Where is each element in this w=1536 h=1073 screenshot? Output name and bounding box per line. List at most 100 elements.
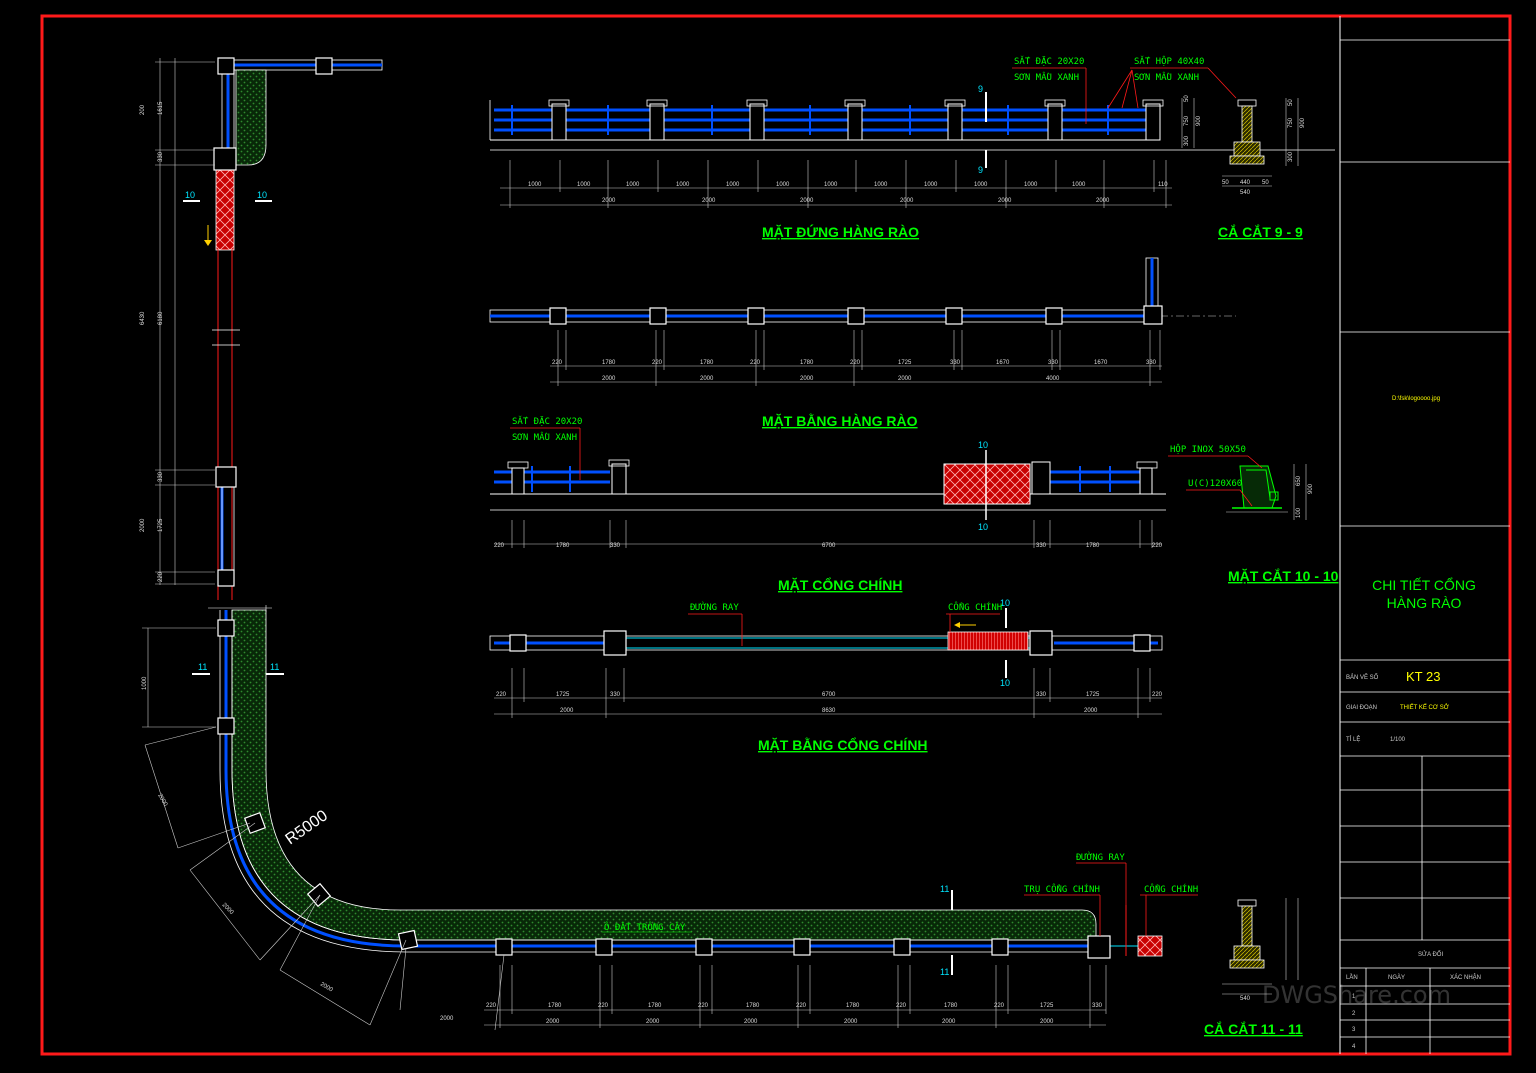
gate-elev-4: 6700 bbox=[822, 543, 836, 549]
rail-label-1: ĐƯỜNG RAY bbox=[690, 601, 739, 613]
sec9-base: 540 bbox=[1240, 190, 1251, 196]
phase-label: GIAI ĐOẠN bbox=[1346, 705, 1377, 711]
rail-label-2: ĐƯỜNG RAY bbox=[1076, 851, 1125, 863]
bottom-tot-2: 2000 bbox=[646, 1019, 660, 1025]
gate-plan-tot-3: 2000 bbox=[1084, 708, 1098, 714]
plan-seg-6: 1780 bbox=[800, 360, 814, 366]
plan-tot-5: 4000 bbox=[1046, 376, 1060, 382]
gate-plan-7: 220 bbox=[1152, 692, 1163, 698]
bottom-seg-11: 220 bbox=[994, 1003, 1005, 1009]
bottom-seg-13: 330 bbox=[1092, 1003, 1103, 1009]
gate-plan-tot-1: 2000 bbox=[560, 708, 574, 714]
gate-plan-1: 220 bbox=[496, 692, 507, 698]
elev-tot-4: 2000 bbox=[900, 198, 914, 204]
bottom-seg-4: 1780 bbox=[648, 1003, 662, 1009]
left-dim-4: 6180 bbox=[158, 311, 164, 325]
sec9-h-4: 300 bbox=[1288, 151, 1294, 162]
arc-dim-1: 1000 bbox=[142, 676, 148, 690]
bottom-tot-6: 2000 bbox=[1040, 1019, 1054, 1025]
cut-11-bottom: 11 bbox=[940, 967, 949, 977]
gate-elev-7: 220 bbox=[1152, 543, 1163, 549]
elev-tot-6: 2000 bbox=[1096, 198, 1110, 204]
logo-path: D:\fsk\logoooo.jpg bbox=[1392, 396, 1440, 402]
gate-post-label: TRỤ CỔNG CHÍNH bbox=[1024, 883, 1100, 895]
bottom-seg-1: 220 bbox=[486, 1003, 497, 1009]
plan-seg-7: 220 bbox=[850, 360, 861, 366]
elev-tot-3: 2000 bbox=[800, 198, 814, 204]
sec9-w-2: 440 bbox=[1240, 180, 1251, 186]
plan-tot-3: 2000 bbox=[800, 376, 814, 382]
sec10-h-1: 650 bbox=[1296, 475, 1302, 486]
revision-col-3: XÁC NHẬN bbox=[1450, 974, 1481, 981]
elev-seg-13: 110 bbox=[1158, 182, 1168, 188]
cut-10-left: 10 bbox=[185, 190, 195, 200]
sheet-number: KT 23 bbox=[1406, 669, 1440, 684]
title-gate-plan: MẶT BẰNG CỔNG CHÍNH bbox=[758, 736, 928, 753]
scale-label: TỈ LỆ bbox=[1346, 735, 1360, 743]
elev-seg-6: 1000 bbox=[776, 182, 790, 188]
plan-seg-1: 220 bbox=[552, 360, 563, 366]
cut-9-bottom: 9 bbox=[978, 165, 983, 175]
plan-left-fence bbox=[155, 57, 383, 600]
note-inox: HỘP INOX 50X50 bbox=[1170, 444, 1246, 455]
revision-col-2: NGÀY bbox=[1388, 974, 1405, 981]
title-section-9: CẮ CẮT 9 - 9 bbox=[1218, 223, 1303, 240]
gate-plan-6: 1725 bbox=[1086, 692, 1100, 698]
plan-curved-fence bbox=[142, 605, 1163, 1031]
title-gate-elevation: MẶT CỔNG CHÍNH bbox=[778, 576, 902, 593]
elev-seg-3: 1000 bbox=[626, 182, 640, 188]
gate-plan-tot-2: 8630 bbox=[822, 708, 836, 714]
left-dim-5: 6430 bbox=[140, 311, 146, 325]
gate-label-1: CỔNG CHÍNH bbox=[948, 601, 1002, 613]
sec11-base: 540 bbox=[1240, 996, 1251, 1002]
arc-dim-2: 2000 bbox=[156, 793, 168, 808]
gate-plan-2: 1725 bbox=[556, 692, 570, 698]
note-paint-3: SƠN MẦU XANH bbox=[512, 431, 577, 443]
title-section-11: CẮ CẮT 11 - 11 bbox=[1204, 1020, 1303, 1037]
bottom-seg-6: 1780 bbox=[746, 1003, 760, 1009]
gate-label-2: CỔNG CHÍNH bbox=[1144, 883, 1198, 895]
sec9-h-3: 900 bbox=[1300, 117, 1306, 128]
left-dim-9: 220 bbox=[158, 571, 164, 582]
bottom-tot-3: 2000 bbox=[744, 1019, 758, 1025]
gate-elev-3: 330 bbox=[610, 543, 621, 549]
elev-seg-9: 1000 bbox=[924, 182, 938, 188]
note-box-bar: SẮT HỘP 40X40 bbox=[1134, 55, 1204, 67]
elev-seg-7: 1000 bbox=[824, 182, 838, 188]
plan-seg-11: 330 bbox=[1048, 360, 1059, 366]
gate-elev-1: 220 bbox=[494, 543, 505, 549]
bottom-tot-1: 2000 bbox=[546, 1019, 560, 1025]
revision-row-3: 3 bbox=[1352, 1027, 1356, 1033]
left-dim-8: 2000 bbox=[140, 518, 146, 532]
gate-elev-5: 330 bbox=[1036, 543, 1047, 549]
cut-10-gate-top: 10 bbox=[978, 440, 988, 450]
arc-dim-4: 2000 bbox=[319, 982, 334, 994]
title-section-10: MẶT CẮT 10 - 10 bbox=[1228, 567, 1339, 584]
plan-seg-8: 1725 bbox=[898, 360, 912, 366]
gate-elev-2: 1780 bbox=[556, 543, 570, 549]
cut-10-plan-bottom: 10 bbox=[1000, 678, 1010, 688]
revision-col-1: LẦN bbox=[1346, 974, 1358, 981]
plan-seg-5: 220 bbox=[750, 360, 761, 366]
elev-seg-2: 1000 bbox=[577, 182, 591, 188]
arc-dim-5: 2000 bbox=[440, 1016, 454, 1022]
plan-tot-4: 2000 bbox=[898, 376, 912, 382]
sheet-title-line-1: CHI TIẾT CỔNG bbox=[1372, 576, 1476, 593]
plan-seg-12: 1670 bbox=[1094, 360, 1108, 366]
planter-label: Ô ĐẤT TRỒNG CÂY bbox=[604, 921, 686, 933]
elev-h-3: 900 bbox=[1196, 115, 1202, 126]
gate-plan bbox=[489, 608, 1163, 718]
elev-tot-5: 2000 bbox=[998, 198, 1012, 204]
elev-h-4: 300 bbox=[1184, 135, 1190, 146]
arc-dim-3: 2000 bbox=[221, 902, 235, 916]
left-dim-2: 1615 bbox=[158, 101, 164, 115]
gate-elevation bbox=[490, 450, 1166, 548]
sec9-w-1: 50 bbox=[1222, 180, 1229, 186]
cut-11-right: 11 bbox=[270, 662, 279, 672]
gate-plan-3: 330 bbox=[610, 692, 621, 698]
bottom-tot-5: 2000 bbox=[942, 1019, 956, 1025]
note-channel: U(C)120X60 bbox=[1188, 479, 1242, 489]
bottom-seg-2: 1780 bbox=[548, 1003, 562, 1009]
bottom-tot-4: 2000 bbox=[844, 1019, 858, 1025]
